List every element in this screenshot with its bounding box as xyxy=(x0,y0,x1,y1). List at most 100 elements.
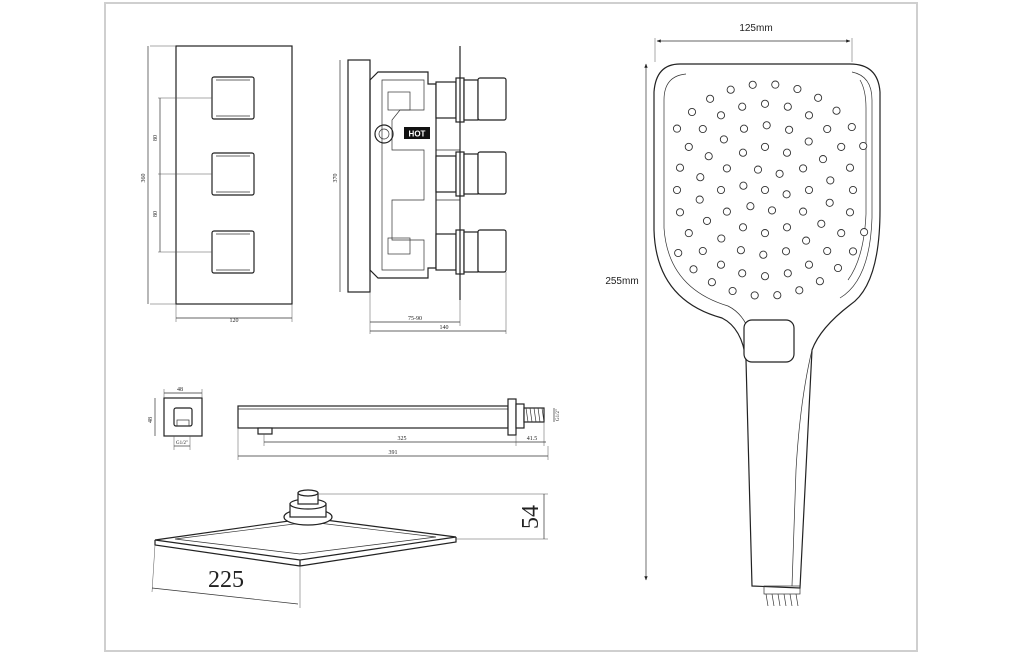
nozzle xyxy=(783,269,792,278)
nozzle xyxy=(782,148,792,157)
nozzle xyxy=(674,248,683,258)
nozzle xyxy=(804,260,814,269)
nozzle xyxy=(722,164,731,173)
shower-arm-reach-label: 325 xyxy=(398,436,407,442)
nozzle xyxy=(837,142,846,151)
valve-stem-top xyxy=(435,77,507,123)
valve-spacing-bottom-label: 80 xyxy=(153,211,159,217)
nozzle xyxy=(818,155,828,164)
nozzle xyxy=(750,291,759,300)
nozzle xyxy=(675,208,685,217)
nozzle xyxy=(845,208,855,217)
nozzle xyxy=(698,246,707,256)
nozzle xyxy=(728,286,737,296)
nozzle xyxy=(848,185,858,195)
shower-head-view: 54 225 xyxy=(151,489,548,608)
valve-depth-label: 140 xyxy=(440,325,449,331)
nozzle xyxy=(672,185,682,195)
nozzle xyxy=(753,165,763,174)
wall-outlet-thread-label: G1/2" xyxy=(176,441,188,446)
nozzle xyxy=(837,229,846,238)
nozzle xyxy=(726,85,735,94)
nozzle xyxy=(689,265,698,274)
nozzle xyxy=(762,121,771,130)
nozzle xyxy=(695,195,704,204)
valve-front-height-label: 360 xyxy=(141,174,147,183)
nozzle xyxy=(782,223,792,232)
nozzle xyxy=(826,176,835,185)
nozzle xyxy=(804,137,813,146)
nozzle xyxy=(717,234,726,243)
valve-front-width-label: 120 xyxy=(230,318,239,324)
nozzle xyxy=(706,94,715,103)
nozzle xyxy=(799,207,808,216)
nozzle xyxy=(738,148,748,157)
nozzle xyxy=(760,229,770,238)
nozzle xyxy=(783,102,792,111)
nozzle xyxy=(815,277,824,286)
wall-outlet-height-label: 48 xyxy=(148,417,154,423)
valve-spacing-top-label: 80 xyxy=(153,135,159,141)
nozzle xyxy=(793,84,802,94)
handset-height-label: 255mm xyxy=(605,276,638,287)
nozzle xyxy=(687,107,697,117)
nozzle xyxy=(799,164,808,173)
nozzle xyxy=(738,269,747,278)
nozzle xyxy=(823,246,832,256)
nozzle xyxy=(760,272,770,281)
nozzle xyxy=(760,142,770,151)
nozzle xyxy=(860,228,869,237)
nozzle xyxy=(684,229,693,238)
nozzle xyxy=(739,181,748,190)
nozzle xyxy=(767,206,777,215)
nozzle xyxy=(760,185,770,195)
shower-head-width-label: 225 xyxy=(208,567,244,593)
valve-side-height-label: 370 xyxy=(333,174,339,183)
nozzle xyxy=(746,202,755,211)
nozzle xyxy=(675,163,685,172)
wall-outlet-width-label: 48 xyxy=(177,387,183,393)
nozzle xyxy=(739,124,749,133)
nozzle xyxy=(847,122,856,132)
shower-arm-flange xyxy=(507,398,517,436)
shower-arm-total-label: 391 xyxy=(389,450,398,456)
shower-arm-view: G1/2" 325 41.5 391 xyxy=(237,398,561,460)
nozzle xyxy=(771,80,780,89)
valve-front-view: 360 80 80 120 xyxy=(141,45,293,324)
nozzle xyxy=(848,247,858,256)
nozzle xyxy=(795,286,804,295)
handset-nozzle-grid xyxy=(672,80,869,300)
nozzle xyxy=(845,163,855,172)
nozzle xyxy=(736,246,745,255)
wall-outlet-view: 48 48 G1/2" xyxy=(148,387,203,450)
hot-label: HOT xyxy=(409,130,426,139)
nozzle xyxy=(775,169,784,178)
valve-handle-middle xyxy=(211,152,255,196)
nozzle xyxy=(716,260,726,269)
handset-spray-button xyxy=(743,319,795,363)
nozzle xyxy=(696,173,705,182)
nozzle xyxy=(707,278,716,287)
nozzle xyxy=(748,80,757,89)
shower-arm-thread-label: G1/2" xyxy=(556,409,561,421)
nozzle xyxy=(814,93,823,102)
valve-stem-bottom xyxy=(435,229,507,275)
handset-body xyxy=(653,63,881,589)
nozzle xyxy=(684,142,693,151)
valve-body xyxy=(369,71,437,279)
valve-depth-range-label: 75-90 xyxy=(408,316,422,322)
nozzle xyxy=(738,223,748,232)
nozzle xyxy=(760,99,770,108)
valve-handle-bottom xyxy=(211,230,255,274)
shower-head-height-label: 54 xyxy=(518,505,544,529)
valve-handle-top xyxy=(211,76,255,120)
handset-width-label: 125mm xyxy=(739,23,772,34)
nozzle xyxy=(782,190,791,199)
nozzle xyxy=(704,152,713,161)
nozzle xyxy=(738,102,747,111)
wall-outlet-plate xyxy=(163,397,203,437)
nozzle xyxy=(785,125,794,134)
nozzle xyxy=(759,250,768,259)
nozzle xyxy=(825,198,834,207)
